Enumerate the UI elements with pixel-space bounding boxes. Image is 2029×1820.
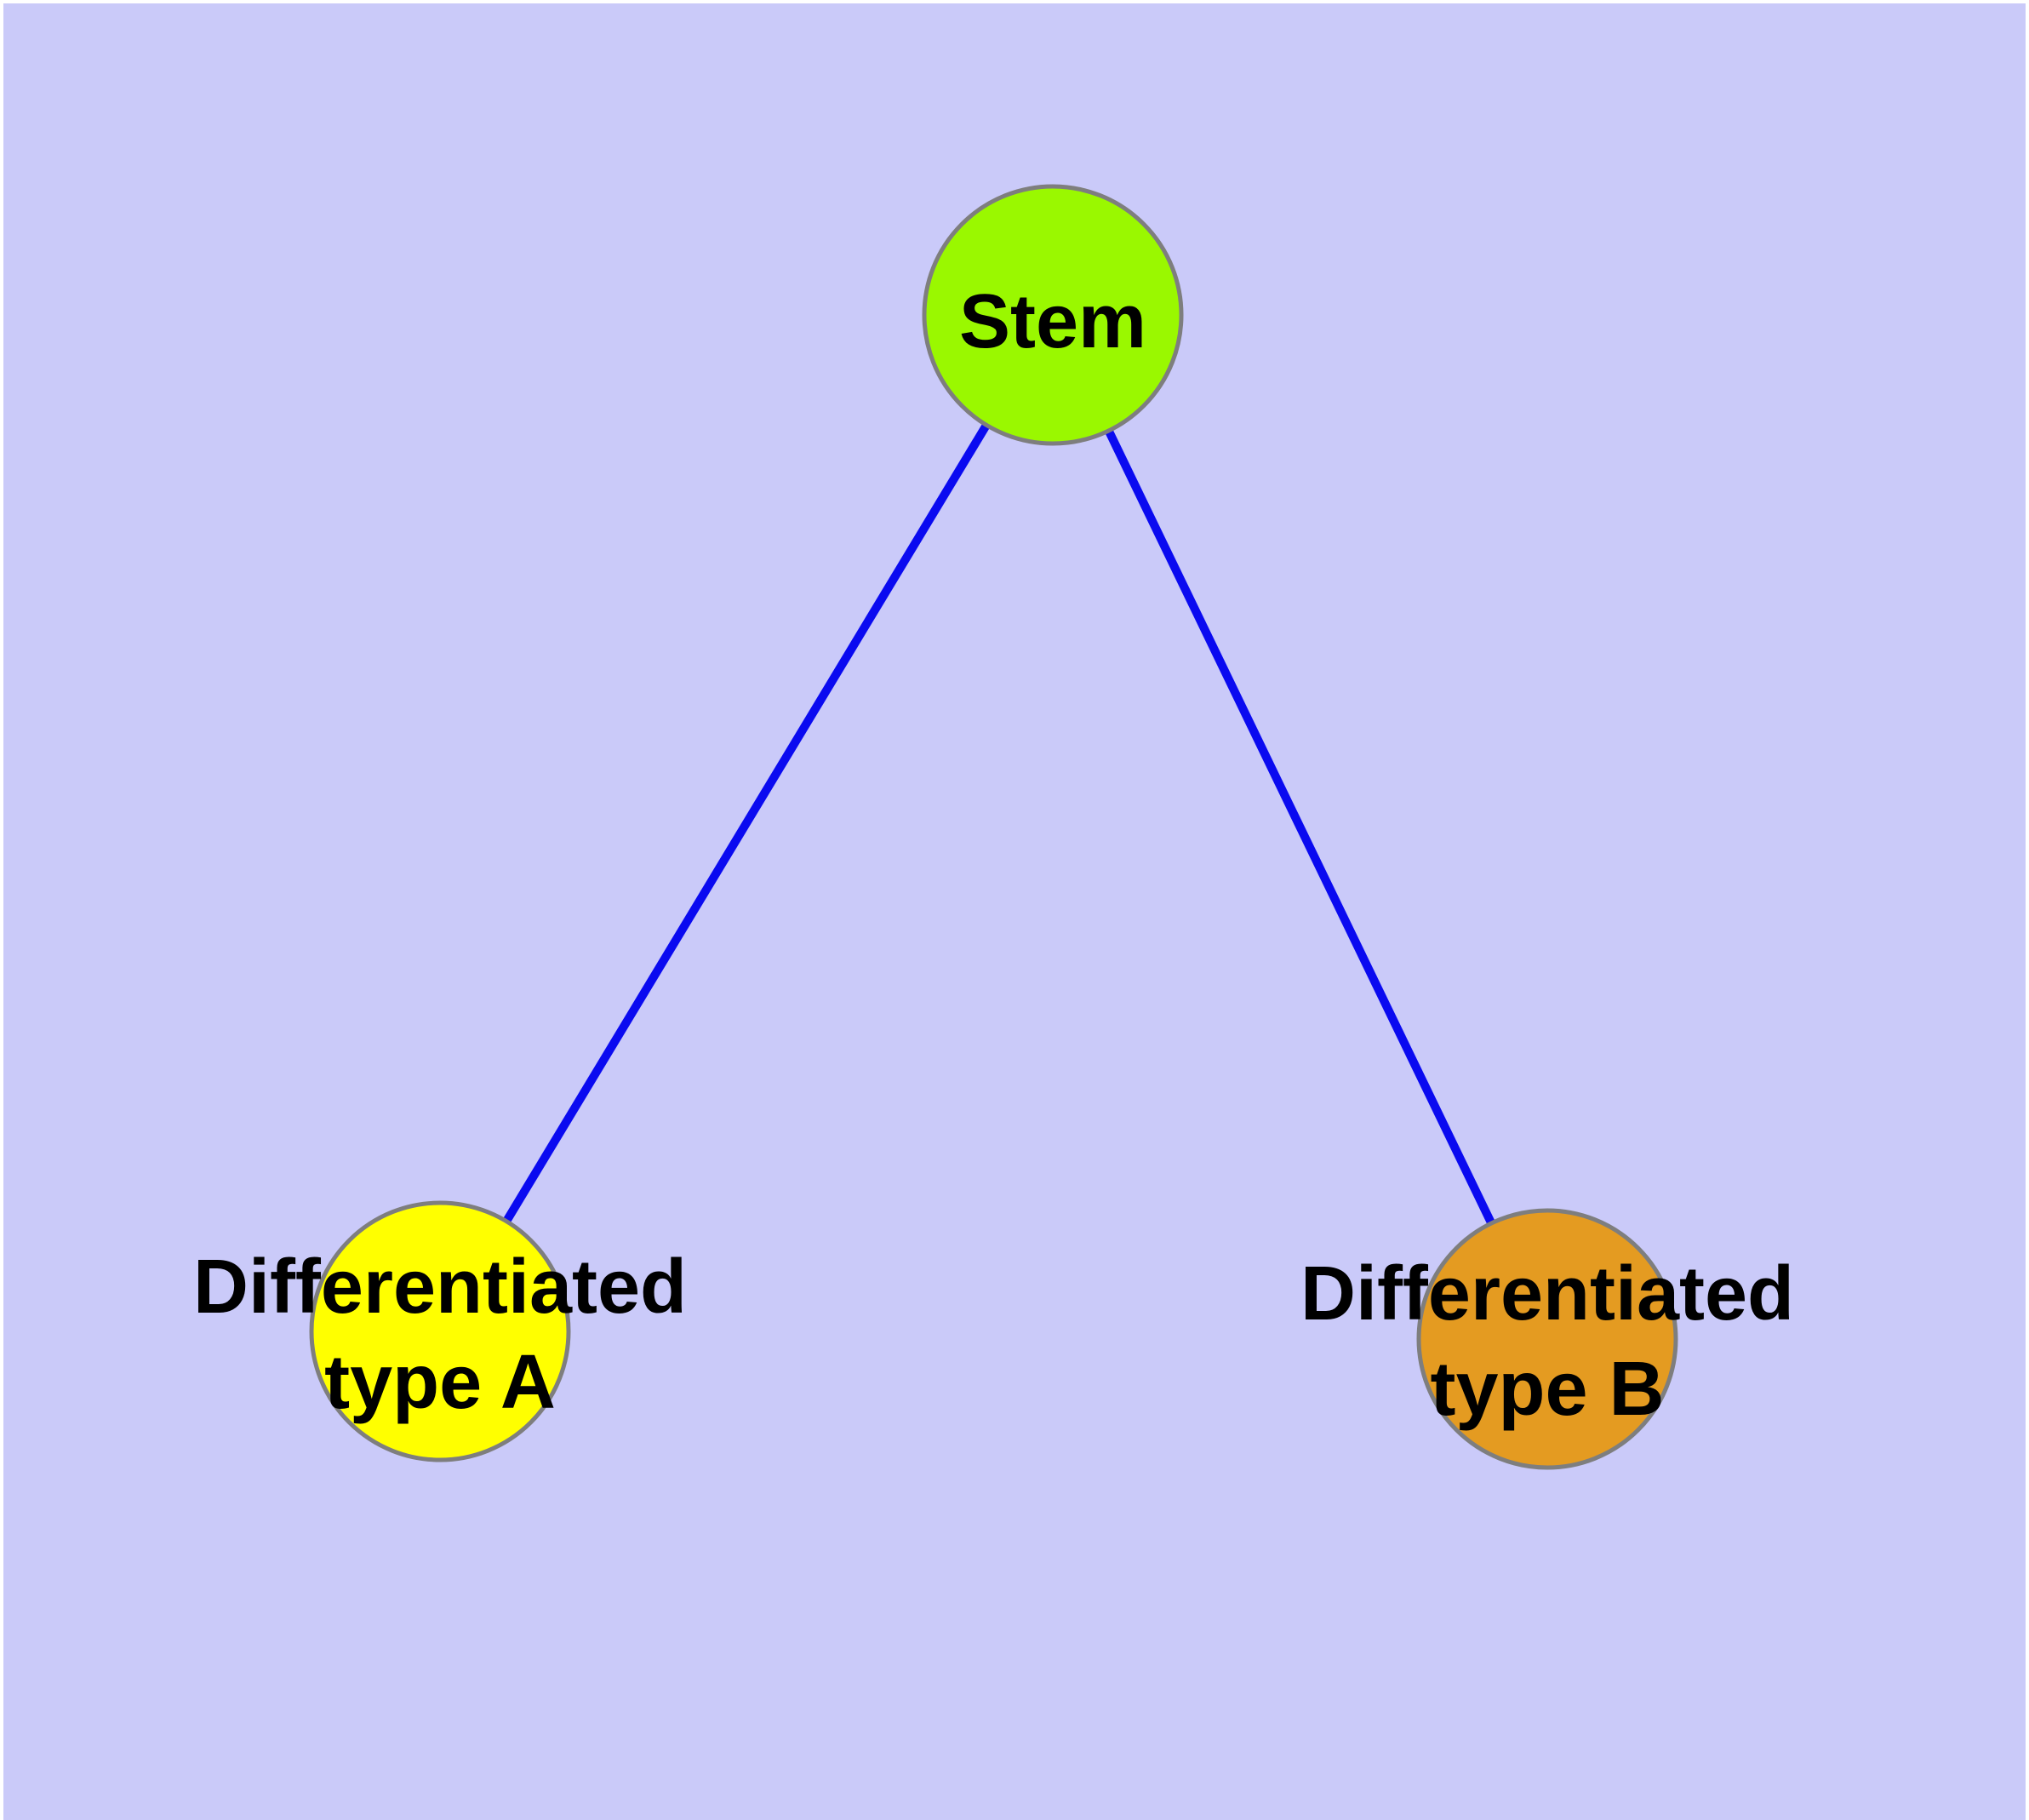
node-stem: Stem [922, 184, 1184, 446]
node-differentiated-type-a-circle [309, 1200, 571, 1462]
node-differentiated-type-a: Differentiated type A [193, 1200, 687, 1462]
node-differentiated-type-b-circle [1416, 1208, 1678, 1470]
node-stem-circle [922, 184, 1184, 446]
edge-stem-to-type-a [436, 312, 1057, 1334]
node-differentiated-type-b-label-line1: Differentiated [1300, 1251, 1794, 1336]
node-stem-label: Stem [959, 279, 1146, 364]
node-differentiated-type-b: Differentiated type B [1300, 1208, 1794, 1470]
node-differentiated-type-a-label-line1: Differentiated [193, 1245, 687, 1330]
edge-stem-to-type-b [1049, 312, 1552, 1342]
node-differentiated-type-b-label-line2: type B [1430, 1347, 1664, 1432]
node-differentiated-type-a-label-line2: type A [324, 1340, 556, 1425]
